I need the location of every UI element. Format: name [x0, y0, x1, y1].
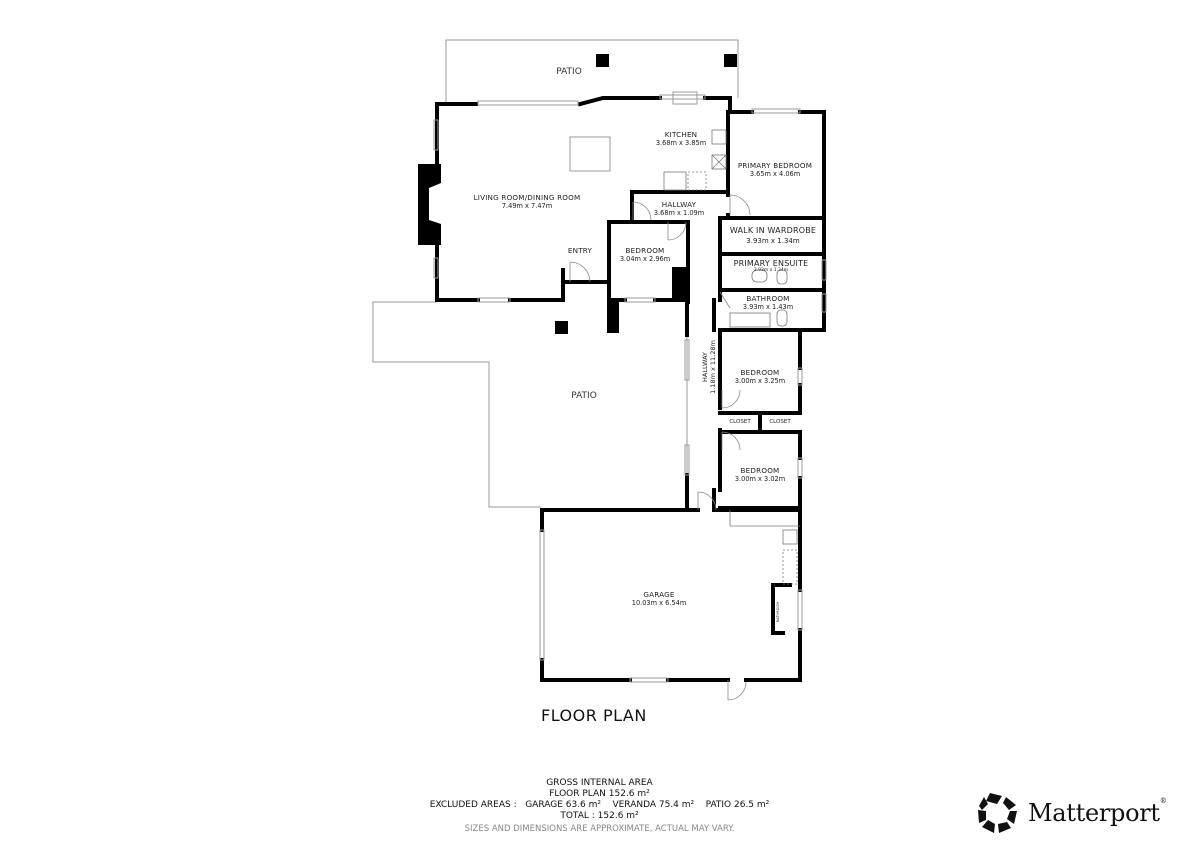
room-name: PRIMARY BEDROOM	[737, 161, 813, 170]
room-name: LIVING ROOM/DINING ROOM	[473, 193, 581, 202]
room-kitchen: KITCHEN 3.68m x 3.85m	[656, 130, 706, 148]
room-bedroom-1: BEDROOM 3.04m x 2.96m	[620, 246, 670, 264]
room-dims: 3.68m x 3.85m	[655, 139, 707, 147]
room-garage-wc: BATHROOM	[776, 601, 780, 623]
room-name: BATHROOM	[746, 294, 790, 303]
room-dims: 3.68m x 1.09m	[653, 209, 705, 217]
room-entry: ENTRY	[568, 246, 592, 255]
room-hallway-long: HALLWAY 1.18m x 11.28m	[701, 332, 717, 402]
room-name: GARAGE	[643, 590, 675, 599]
room-dims: 10.03m x 6.54m	[631, 599, 687, 607]
room-bathroom: BATHROOM 3.93m x 1.43m	[743, 294, 793, 312]
room-name: WALK IN WARDROBE	[729, 226, 817, 235]
room-dims: 3.93m x 1.34m	[753, 268, 789, 273]
room-name: BEDROOM	[740, 466, 780, 475]
brand-name: Matterport®	[1028, 797, 1167, 827]
room-name: HALLWAY	[661, 200, 697, 209]
room-name: BEDROOM	[625, 246, 665, 255]
room-bedroom-3: BEDROOM 3.00m x 3.02m	[735, 466, 785, 484]
total-area: TOTAL : 152.6 m²	[560, 811, 639, 821]
room-living-dining: LIVING ROOM/DINING ROOM 7.49m x 7.47m	[474, 193, 581, 211]
room-name: BEDROOM	[740, 368, 780, 377]
room-name: ENTRY	[567, 246, 593, 255]
floor-plan-title: FLOOR PLAN	[541, 706, 647, 725]
matterport-logo: Matterport®	[976, 791, 1167, 835]
room-dims: 1.18m x 11.28m	[709, 340, 717, 394]
room-primary-ensuite: PRIMARY ENSUITE 3.93m x 1.34m	[734, 259, 809, 274]
brand-text: Matterport	[1028, 799, 1160, 827]
room-name: PRIMARY ENSUITE	[733, 259, 809, 268]
room-closet-1: CLOSET	[729, 419, 751, 425]
patio-top-outline	[445, 39, 739, 104]
room-bedroom-2: BEDROOM 3.00m x 3.25m	[735, 368, 785, 386]
room-dims: 3.00m x 3.25m	[734, 377, 786, 385]
gross-area-heading: GROSS INTERNAL AREA	[546, 778, 653, 788]
patio-main-outline	[372, 301, 541, 508]
room-dims: 3.65m x 4.06m	[749, 170, 801, 178]
patio-main-label: PATIO	[571, 391, 597, 401]
floor-plan-area: FLOOR PLAN 152.6 m²	[549, 789, 650, 799]
room-dims: 3.00m x 3.02m	[734, 475, 786, 483]
room-dims: 3.93m x 1.43m	[742, 303, 794, 311]
matterport-mark-icon	[978, 793, 1017, 833]
room-dims: 3.04m x 2.96m	[619, 255, 671, 263]
room-dims: 3.93m x 1.34m	[746, 237, 800, 245]
room-walk-in-wardrobe: WALK IN WARDROBE 3.93m x 1.34m	[730, 226, 816, 246]
area-summary: GROSS INTERNAL AREA FLOOR PLAN 152.6 m² …	[0, 778, 1199, 835]
room-primary-bedroom: PRIMARY BEDROOM 3.65m x 4.06m	[738, 161, 812, 179]
room-hallway-top: HALLWAY 3.68m x 1.09m	[654, 200, 704, 218]
disclaimer: SIZES AND DIMENSIONS ARE APPROXIMATE, AC…	[464, 824, 735, 834]
room-name: HALLWAY	[701, 352, 709, 382]
excluded-areas: EXCLUDED AREAS : GARAGE 63.6 m² VERANDA …	[429, 800, 770, 810]
patio-top-label: PATIO	[556, 67, 582, 77]
room-closet-2: CLOSET	[769, 419, 791, 425]
registered-mark: ®	[1159, 797, 1167, 805]
room-dims: 7.49m x 7.47m	[501, 202, 553, 210]
room-name: KITCHEN	[664, 130, 698, 139]
room-garage: GARAGE 10.03m x 6.54m	[632, 590, 687, 608]
